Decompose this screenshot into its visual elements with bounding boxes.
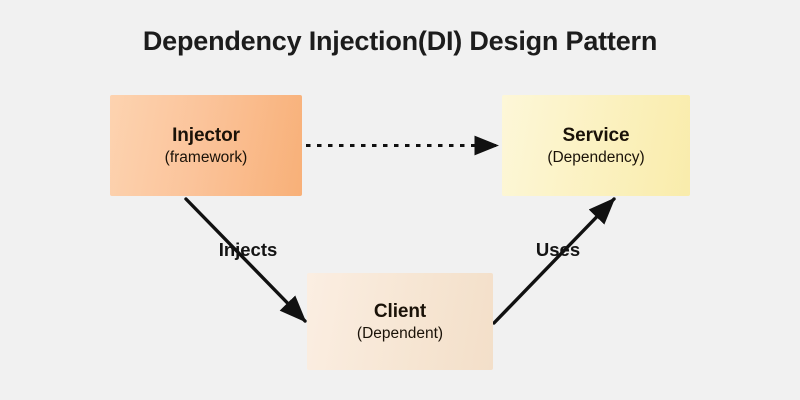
node-client-subtitle: (Dependent): [356, 324, 444, 342]
node-service[interactable]: Service (Dependency): [502, 95, 690, 196]
node-client-title: Client: [373, 300, 427, 322]
node-injector[interactable]: Injector (framework): [110, 95, 302, 196]
page-title: Dependency Injection(DI) Design Pattern: [142, 26, 658, 56]
node-client[interactable]: Client (Dependent): [307, 273, 493, 370]
node-injector-title: Injector: [172, 124, 240, 146]
node-service-subtitle: (Dependency): [547, 148, 645, 166]
edge-injector-to-client: [184, 197, 307, 323]
node-injector-subtitle: (framework): [164, 148, 248, 166]
node-service-title: Service: [562, 124, 630, 146]
edge-client-to-service: [492, 197, 616, 325]
edge-label-injects: Injects: [218, 239, 278, 260]
edge-label-uses: Uses: [535, 239, 581, 260]
